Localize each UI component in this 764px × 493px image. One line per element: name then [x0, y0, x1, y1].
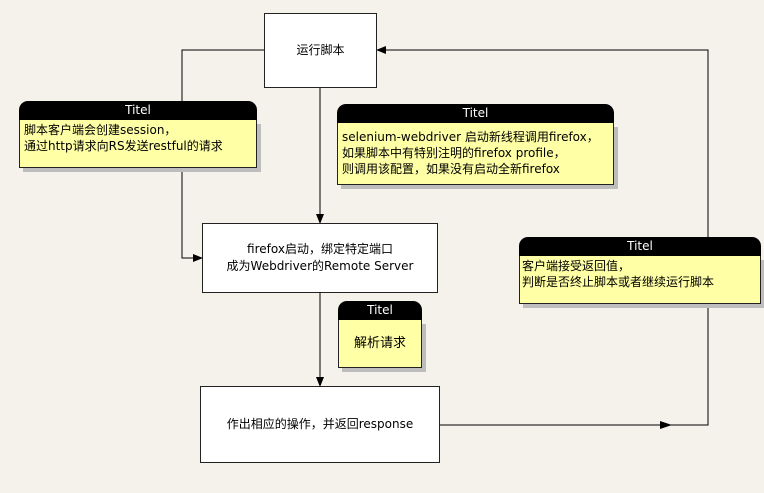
- arrow-midpoint-marker: [660, 421, 672, 429]
- note-body: selenium-webdriver 启动新线程调用firefox， 如果脚本中…: [337, 123, 614, 185]
- note-webdriver-thread: Titel selenium-webdriver 启动新线程调用firefox，…: [337, 104, 614, 185]
- respond-box: 作出相应的操作，并返回response: [200, 386, 440, 463]
- note-title: Titel: [19, 101, 257, 120]
- note-title: Titel: [337, 104, 614, 123]
- firefox-start-label: firefox启动，绑定特定端口 成为Webdriver的Remote Serv…: [226, 242, 414, 273]
- respond-label: 作出相应的操作，并返回response: [226, 417, 414, 431]
- note-body: 脚本客户端会创建session， 通过http请求向RS发送restful的请求: [19, 120, 257, 168]
- note-title: Titel: [519, 237, 761, 256]
- note-client-request: Titel 脚本客户端会创建session， 通过http请求向RS发送rest…: [19, 101, 257, 168]
- firefox-start-box: firefox启动，绑定特定端口 成为Webdriver的Remote Serv…: [202, 223, 438, 293]
- run-script-box: 运行脚本: [264, 13, 377, 88]
- note-client-response: Titel 客户端接受返回值， 判断是否终止脚本或者继续运行脚本: [519, 237, 761, 304]
- note-body: 解析请求: [338, 320, 422, 368]
- note-title: Titel: [338, 301, 422, 320]
- note-parse-request: Titel 解析请求: [338, 301, 422, 368]
- note-body: 客户端接受返回值， 判断是否终止脚本或者继续运行脚本: [519, 256, 761, 304]
- run-script-label: 运行脚本: [296, 43, 345, 57]
